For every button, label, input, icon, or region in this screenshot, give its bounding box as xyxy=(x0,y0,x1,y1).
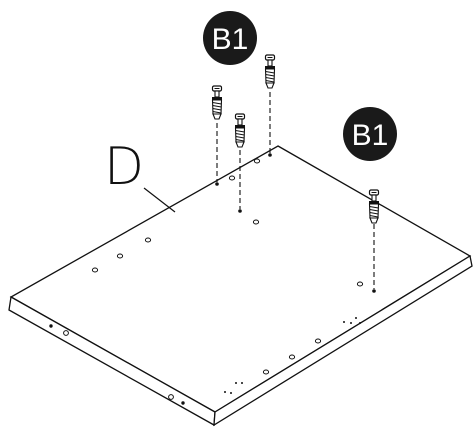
badge-b1-top-text: B1 xyxy=(212,23,249,56)
surface-holes xyxy=(91,158,364,375)
guide-lines xyxy=(216,92,375,289)
badge-b1-top: B1 xyxy=(203,11,257,65)
panel-right-edge xyxy=(213,254,473,427)
insertion-points xyxy=(215,153,376,293)
badge-b1-right: B1 xyxy=(343,107,397,161)
cam-bolt-icon xyxy=(368,189,380,224)
cam-bolt-icon xyxy=(264,54,276,89)
panel-label: D xyxy=(104,137,144,197)
cam-bolt-icon xyxy=(211,85,223,120)
badge-b1-right-text: B1 xyxy=(352,119,389,152)
cam-bolt-icon xyxy=(234,113,246,148)
surface-small-dots xyxy=(224,317,361,394)
front-edge-holes xyxy=(49,324,185,405)
panel-label-leader xyxy=(143,187,176,213)
